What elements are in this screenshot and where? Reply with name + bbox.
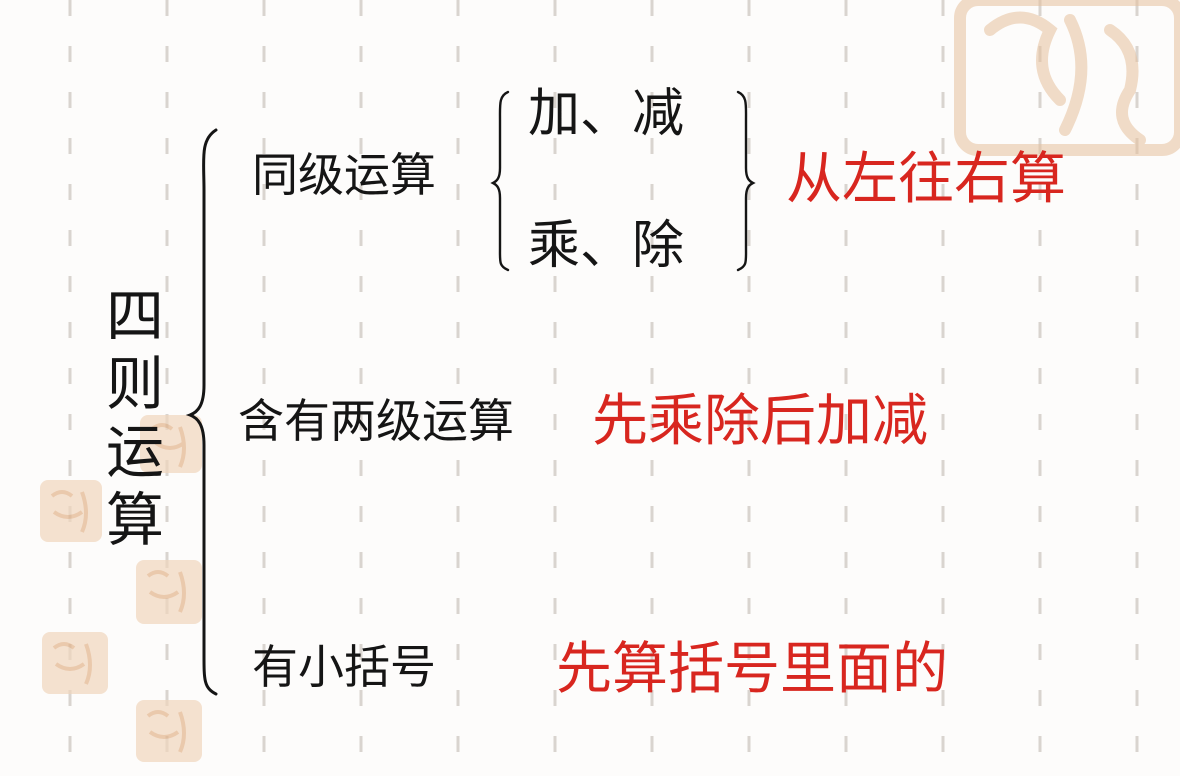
multiply-first-rule: 先乘除后加减 <box>592 389 928 454</box>
parentheses-label: 有小括号 <box>252 640 436 694</box>
multiply-divide-item: 乘、除 <box>528 216 685 276</box>
seal-stamp-icon <box>136 560 202 624</box>
add-subtract-item: 加、减 <box>528 84 685 144</box>
two-levels-label: 含有两级运算 <box>238 394 514 448</box>
seal-stamp-icon <box>40 480 102 542</box>
left-to-right-rule: 从左往右算 <box>786 147 1066 212</box>
parentheses-first-rule: 先算括号里面的 <box>556 637 948 702</box>
same-level-label: 同级运算 <box>252 148 436 202</box>
main-title: 四则运算 <box>105 282 164 554</box>
seal-stamp-icon <box>954 0 1180 156</box>
seal-stamp-icon <box>42 632 108 694</box>
seal-stamp-icon <box>136 700 202 762</box>
